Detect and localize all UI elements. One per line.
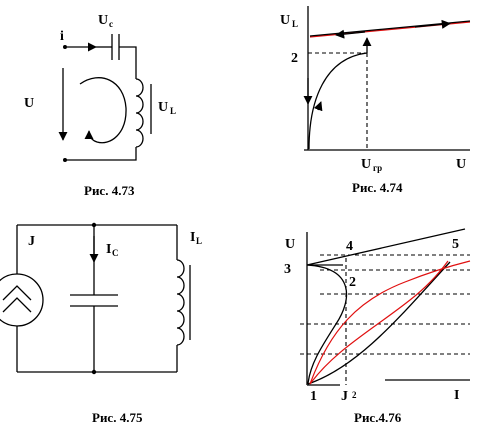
terminal-top bbox=[63, 45, 67, 49]
fig-4-75-circuit: J I C I L Рис. 4.75 bbox=[0, 222, 202, 425]
inductor-coil bbox=[176, 259, 185, 346]
x-marker-sub: 2 bbox=[352, 390, 357, 400]
curve-1-5 bbox=[307, 261, 451, 385]
x-axis-label: I bbox=[454, 388, 459, 403]
current-label: i bbox=[60, 29, 64, 44]
current-source-arrow-upper bbox=[2, 285, 32, 301]
point-1-label: 1 bbox=[310, 389, 317, 404]
point-5-label: 5 bbox=[452, 237, 459, 252]
point-3-label: 3 bbox=[284, 262, 291, 277]
red-characteristic-right bbox=[309, 260, 449, 385]
x-marker-label: U bbox=[361, 157, 371, 172]
loop-current-arrow bbox=[79, 77, 127, 144]
y-axis-sub: L bbox=[292, 19, 298, 29]
inductor-current-sub: L bbox=[196, 236, 202, 246]
line-3-4 bbox=[306, 228, 466, 266]
inductor-coil bbox=[135, 78, 144, 148]
source-label: J bbox=[28, 234, 35, 249]
caption-4-74: Рис. 4.74 bbox=[352, 180, 403, 195]
forward-arrow bbox=[414, 19, 451, 29]
current-source-arrow-lower bbox=[2, 297, 32, 313]
capacitor-voltage-label: U bbox=[98, 13, 108, 28]
inductor-voltage-sub: L bbox=[170, 106, 176, 116]
source-voltage-label: U bbox=[24, 96, 34, 111]
curve-3-2-1 bbox=[306, 264, 348, 385]
jump-back-arrow bbox=[335, 29, 366, 39]
red-characteristic-left bbox=[309, 260, 471, 385]
x-axis-label: U bbox=[456, 157, 466, 172]
characteristic-lower bbox=[308, 52, 368, 150]
point-4-label: 4 bbox=[346, 239, 353, 254]
x-marker-label: J bbox=[341, 389, 348, 404]
current-source bbox=[0, 273, 44, 327]
capacitor-voltage-sub: c bbox=[109, 19, 113, 29]
inductor-voltage-label: U bbox=[158, 100, 168, 115]
fig-4-76-graph: U 3 4 5 2 1 J 2 I Рис.4.76 bbox=[284, 228, 471, 425]
rise-arrow bbox=[313, 101, 323, 112]
inductor-current-label: I bbox=[190, 230, 195, 245]
fig-4-73-circuit: i U c U U L Рис. 4.73 bbox=[24, 13, 176, 198]
point-2-label: 2 bbox=[349, 275, 356, 290]
point-2-label: 2 bbox=[291, 51, 298, 66]
caption-4-73: Рис. 4.73 bbox=[84, 183, 135, 198]
y-axis-label: U bbox=[280, 13, 290, 28]
capacitor-current-sub: C bbox=[112, 248, 119, 258]
y-axis-label: U bbox=[285, 237, 295, 252]
x-marker-sub: гр bbox=[373, 163, 382, 173]
capacitor-current-label: I bbox=[106, 242, 111, 257]
fig-4-74-graph: U L 2 U гр U Рис. 4.74 bbox=[280, 6, 471, 195]
caption-4-76: Рис.4.76 bbox=[354, 410, 402, 425]
caption-4-75: Рис. 4.75 bbox=[92, 410, 143, 425]
